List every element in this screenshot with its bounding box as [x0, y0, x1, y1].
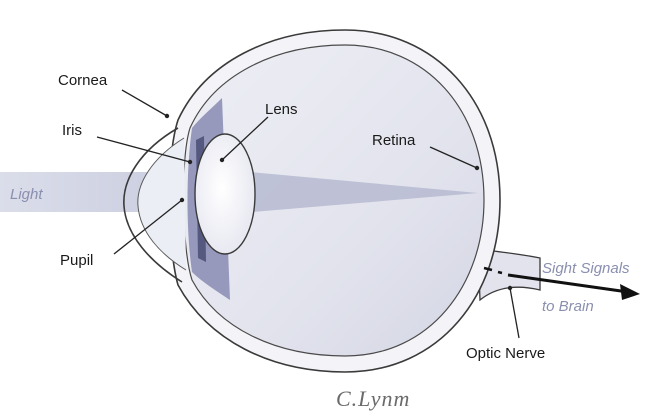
- optic-nerve-point: [508, 286, 512, 290]
- artist-signature: C.Lynm: [336, 386, 410, 412]
- optic-nerve-label: Optic Nerve: [466, 345, 545, 363]
- light-label: Light: [10, 186, 43, 204]
- sight-signals-label: Sight Signals: [542, 260, 630, 278]
- to-brain-label: to Brain: [542, 298, 594, 316]
- pupil-label: Pupil: [60, 252, 93, 270]
- cornea-point: [165, 114, 169, 118]
- pupil-point: [180, 198, 184, 202]
- lens-point: [220, 158, 224, 162]
- retina-label: Retina: [372, 132, 415, 150]
- retina-point: [475, 166, 479, 170]
- iris-point: [188, 160, 192, 164]
- arrow-head: [620, 284, 640, 300]
- iris-label: Iris: [62, 122, 82, 140]
- cornea-leader: [122, 90, 167, 116]
- cornea-label: Cornea: [58, 72, 107, 90]
- lens-label: Lens: [265, 101, 298, 119]
- lens: [195, 134, 255, 254]
- optic-nerve-leader: [510, 288, 519, 338]
